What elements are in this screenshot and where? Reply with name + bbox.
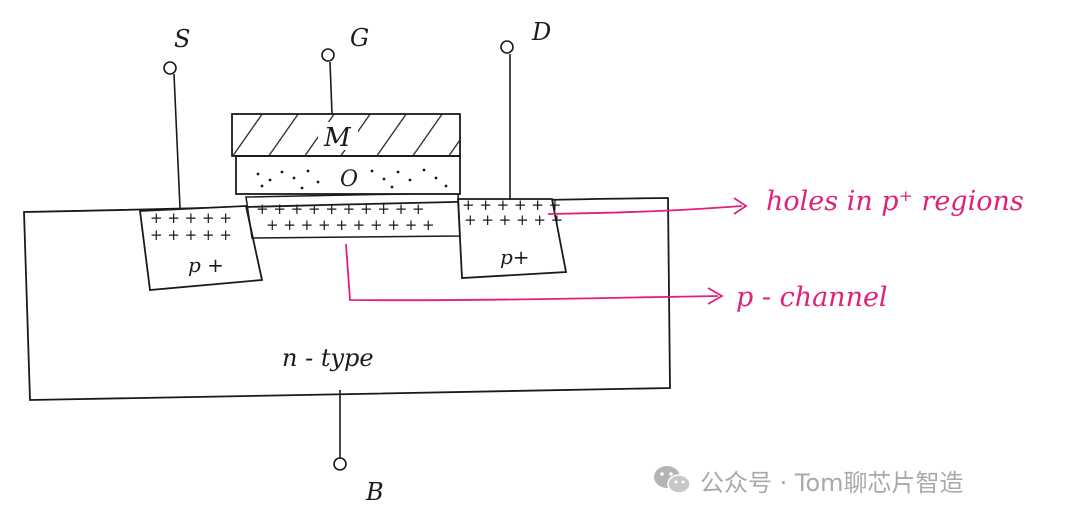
drain-label: D <box>531 18 551 46</box>
oxide-label: O <box>340 167 358 192</box>
svg-text:+ + + + + +: + + + + + + <box>462 196 561 214</box>
watermark-text: 公众号 · Tom聊芯片智造 <box>700 468 964 497</box>
holes-channel: + + + + + + + + + + + + + + + + + + + + <box>256 200 435 234</box>
holes-source: + + + + + + + + + + <box>150 209 232 244</box>
terminal-wires <box>173 54 511 458</box>
substrate-label: n - type <box>282 344 374 372</box>
annotation-arrows <box>345 197 748 305</box>
body-label: B <box>365 478 384 506</box>
source-terminal-icon <box>163 61 177 75</box>
metal-label: M <box>323 123 352 153</box>
source-label: S <box>174 25 190 53</box>
drain-region <box>457 198 568 279</box>
channel-annotation: p - channel <box>736 282 888 313</box>
wechat-icon <box>654 466 691 494</box>
holes-annotation: holes in p⁺ regions <box>766 186 1024 217</box>
source-region <box>138 205 264 291</box>
drain-doping-label: p+ <box>500 245 530 269</box>
gate-terminal-icon <box>321 48 335 62</box>
oxide-dots <box>256 168 448 190</box>
svg-text:+ + + + + +: + + + + + + <box>464 211 563 229</box>
gate-label: G <box>350 24 369 52</box>
holes-drain: + + + + + + + + + + + + <box>462 196 563 229</box>
body-terminal-icon <box>333 457 347 471</box>
svg-text:+ + + + +: + + + + + <box>150 209 232 227</box>
svg-text:+ + + + +: + + + + + <box>150 226 232 244</box>
svg-text:+ + + + + + + + + +: + + + + + + + + + + <box>266 216 435 234</box>
drain-terminal-icon <box>500 40 514 54</box>
watermark: 公众号 · Tom聊芯片智造 <box>652 462 964 498</box>
source-doping-label: p + <box>188 253 224 277</box>
svg-text:+ + + + + + + + + +: + + + + + + + + + + <box>256 200 425 218</box>
